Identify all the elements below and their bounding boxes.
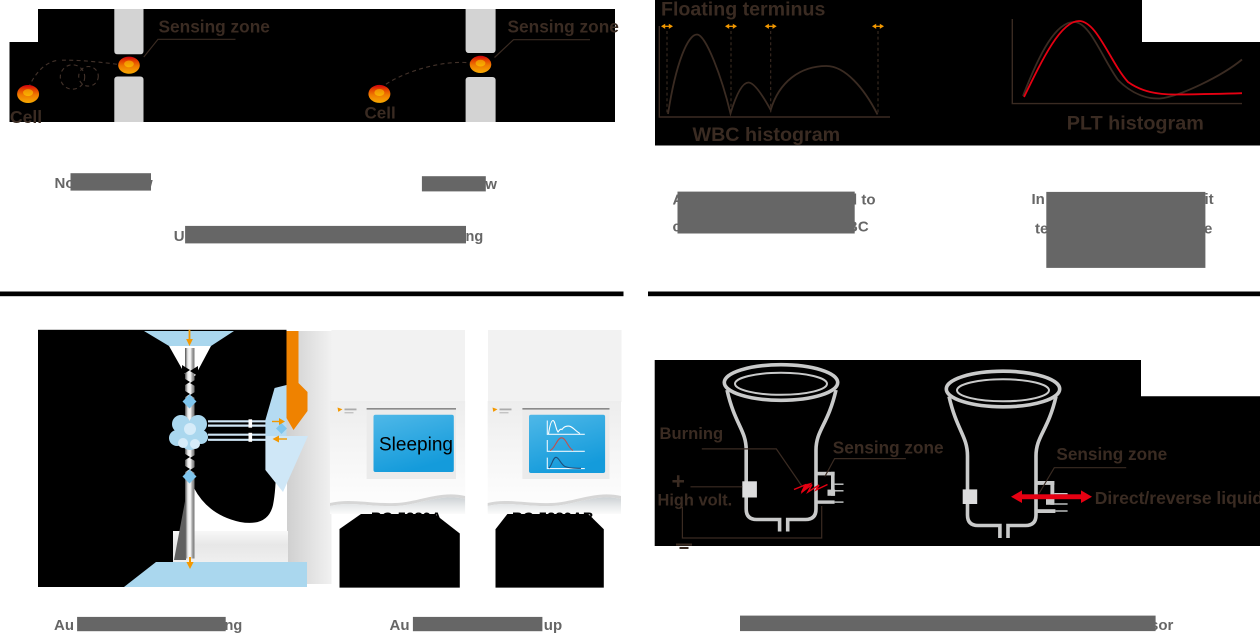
svg-text:it: it xyxy=(1205,191,1214,208)
svg-text:Floating terminus: Floating terminus xyxy=(661,0,825,21)
svg-text:No: No xyxy=(55,175,75,192)
svg-text:e: e xyxy=(1204,221,1212,238)
svg-text:Cell: Cell xyxy=(365,104,396,123)
svg-text:PLT histogram: PLT histogram xyxy=(1067,113,1204,135)
svg-text:w: w xyxy=(484,176,497,193)
svg-text:Sensing zone: Sensing zone xyxy=(159,17,271,37)
svg-text:Sensing zone: Sensing zone xyxy=(833,438,944,458)
svg-text:Burning: Burning xyxy=(660,424,724,443)
svg-text:Au: Au xyxy=(54,617,74,633)
svg-text:WBC histogram: WBC histogram xyxy=(693,124,841,146)
svg-text:sor: sor xyxy=(1150,617,1174,633)
svg-text:Sensing zone: Sensing zone xyxy=(508,17,620,37)
svg-text:Sleeping: Sleeping xyxy=(379,435,453,456)
svg-text:Au: Au xyxy=(390,617,410,633)
svg-text:High volt.: High volt. xyxy=(658,491,733,509)
svg-text:d to: d to xyxy=(848,192,876,209)
svg-text:Sensing zone: Sensing zone xyxy=(1056,444,1167,464)
svg-text:Direct/reverse liquid: Direct/reverse liquid xyxy=(1095,488,1260,508)
svg-text:U: U xyxy=(174,228,185,245)
svg-text:In: In xyxy=(1032,191,1045,208)
svg-text:ng: ng xyxy=(466,229,484,245)
svg-text:up: up xyxy=(544,617,562,633)
svg-text:te: te xyxy=(1035,221,1048,238)
svg-text:+: + xyxy=(672,468,685,494)
svg-text:Cell: Cell xyxy=(10,107,42,127)
svg-text:c: c xyxy=(673,219,681,236)
svg-text:ng: ng xyxy=(225,618,243,633)
